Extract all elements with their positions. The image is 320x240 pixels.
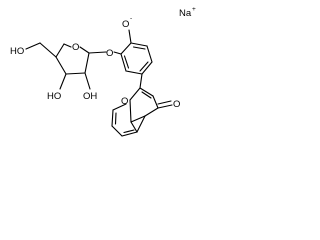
phenolate-group: O - [122,15,132,44]
sodium-counter-ion: Na + [179,6,196,19]
phenolate-oxygen: O [122,19,129,30]
c3-hydroxyl-label: HO [47,91,61,102]
structure-diagram: Na + O HO HO OH O [10,6,196,137]
hydroxymethyl-group: HO [10,42,57,58]
glycosidic-oxygen: O [106,48,113,59]
furanose-ring-oxygen: O [72,42,79,53]
ketone-group: O [157,99,180,110]
glycosidic-linkage: O [88,48,122,59]
ring-hydroxyls: HO OH [47,72,97,102]
pyranone-ring-oxygen: O [121,96,128,107]
biaryl-bond [139,73,143,89]
sodium-charge: + [192,6,196,13]
c2-hydroxyl-label: OH [83,91,97,102]
furanose-ring: O [55,42,90,75]
sodium-symbol: Na [179,8,192,19]
primary-hydroxyl-label: HO [10,46,24,57]
benzo-ring [111,103,146,137]
ketone-oxygen: O [173,99,180,110]
phenolate-charge: - [130,15,132,22]
pyranone-ring: O [121,87,159,123]
phenyl-ring [120,42,153,75]
